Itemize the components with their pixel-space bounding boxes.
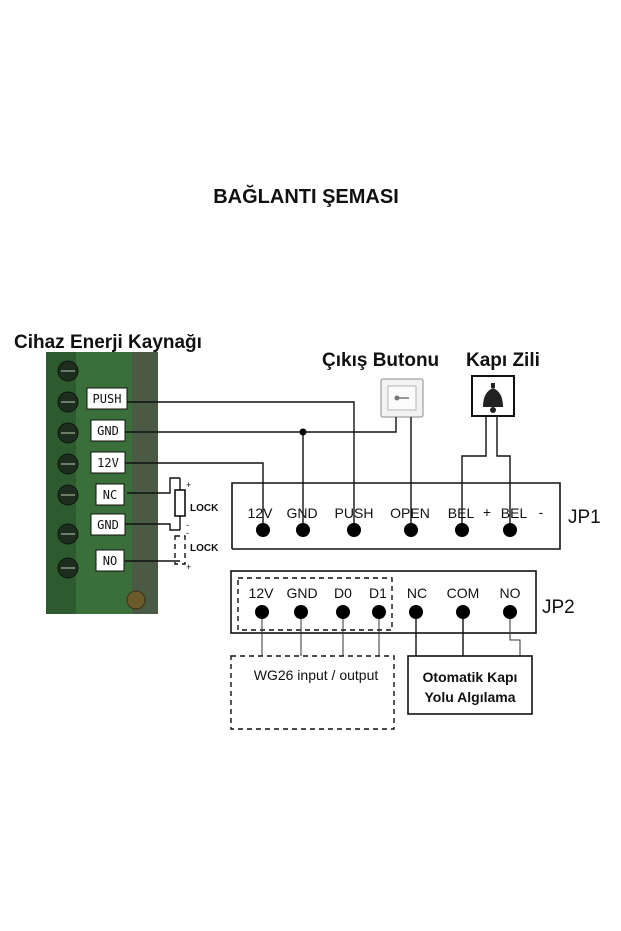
terminal-label: 12V — [97, 456, 119, 470]
terminal-label: GND — [97, 518, 119, 532]
jp2-pin-nc: NC — [407, 585, 427, 601]
jp2-pin-d0: D0 — [334, 585, 352, 601]
jp2-name: JP2 — [542, 597, 575, 618]
door-sensor-box: Otomatik Kapı Yolu Algılama — [407, 655, 533, 715]
jp1-pin-12v: 12V — [248, 505, 274, 521]
wiegand-label: WG26 input / output — [254, 667, 379, 683]
diagram-title: BAĞLANTI ŞEMASI — [213, 184, 399, 208]
jp2-pin-no: NO — [500, 585, 521, 601]
jp1-plus-sign: + — [483, 504, 491, 520]
exit-button-label: Çıkış Butonu — [322, 350, 439, 371]
terminal-no: NO — [95, 549, 125, 572]
terminal-nc: NC — [95, 483, 125, 506]
terminal-12v: 12V — [90, 451, 126, 474]
terminal-label: PUSH — [93, 392, 122, 406]
device-terminal-block: PUSH GND 12V NC GND NO — [46, 352, 158, 614]
jp1-pin-open: OPEN — [390, 505, 430, 521]
exit-button-device — [380, 378, 424, 418]
jp1-pin-bel-minus: BEL — [501, 505, 528, 521]
jp1-connector: JP1 12V GND PUSH OPEN BEL + BEL - — [231, 482, 601, 550]
jp2-connector: JP2 12V GND D0 D1 NC COM NO — [230, 570, 575, 634]
sensor-label-line1: Otomatik Kapı — [423, 669, 518, 685]
doorbell-label: Kapı Zili — [466, 350, 540, 371]
jp1-minus-sign: - — [539, 504, 544, 520]
lock-label: LOCK — [190, 503, 219, 514]
terminal-label: NO — [103, 554, 117, 568]
doorbell-device — [471, 375, 515, 417]
lock-nc-symbol: + - LOCK — [174, 478, 219, 530]
jp2-pin-gnd: GND — [286, 585, 317, 601]
lock-sign: + — [186, 562, 191, 572]
terminal-gnd-2: GND — [90, 513, 126, 536]
jp1-pin-gnd: GND — [286, 505, 317, 521]
lock-label: LOCK — [190, 543, 219, 554]
jp2-pin-com: COM — [447, 585, 480, 601]
wiegand-box: WG26 input / output — [230, 655, 395, 730]
jp2-pin-d1: D1 — [369, 585, 387, 601]
lock-sign: - — [186, 528, 189, 538]
lock-sign: - — [186, 520, 189, 530]
lock-no-symbol: - + LOCK — [174, 528, 219, 572]
jp2-pin-12v: 12V — [249, 585, 275, 601]
terminal-label: NC — [103, 488, 117, 502]
terminal-push: PUSH — [86, 387, 128, 410]
jp1-name: JP1 — [568, 507, 601, 528]
jp1-pin-bel-plus: BEL — [448, 505, 475, 521]
terminal-label: GND — [97, 424, 119, 438]
lock-sign: + — [186, 480, 191, 490]
power-source-label: Cihaz Enerji Kaynağı — [14, 332, 202, 353]
sensor-label-line2: Yolu Algılama — [424, 689, 515, 705]
terminal-gnd: GND — [90, 419, 126, 442]
